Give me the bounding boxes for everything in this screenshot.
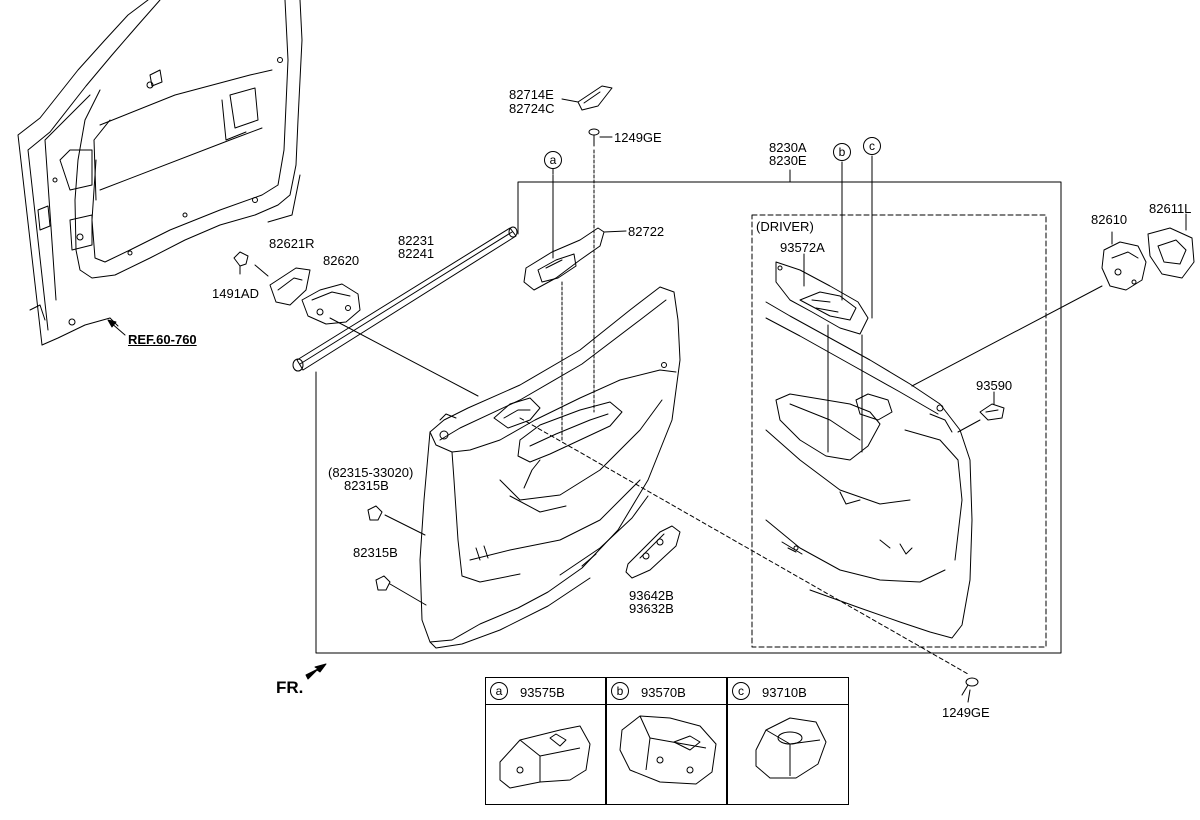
label-82620: 82620 [323, 253, 360, 268]
legend-93575b-part [499, 725, 591, 789]
legend-header-c: c 93710B [728, 678, 848, 705]
legend-93570b-part [619, 715, 717, 785]
label-82621r: 82621R [269, 236, 315, 251]
inside-handle-assembly-right [1101, 241, 1147, 291]
label-1491ad: 1491AD [212, 286, 259, 301]
legend-code-a: 93575B [520, 685, 565, 700]
callout-legend-table: a 93575B b 93570B c 93710B [485, 677, 849, 805]
label-fr: FR. [276, 678, 304, 697]
main-panel-box [315, 181, 1062, 654]
callout-a: a [544, 151, 562, 169]
front-door-trim-panel [419, 286, 681, 649]
label-8230e: 8230E [769, 153, 807, 168]
screw-1249ge-top [588, 128, 600, 147]
clip-82315b-lower [375, 575, 391, 591]
legend-key-b: b [611, 682, 629, 700]
label-82315b-lower: 82315B [353, 545, 398, 560]
garnish-82714e-part [577, 85, 613, 111]
label-93632b: 93632B [629, 601, 674, 616]
callout-b: b [833, 143, 851, 161]
door-belt-weatherstrip [292, 226, 518, 372]
label-93590: 93590 [976, 378, 1013, 393]
part-93590 [979, 403, 1005, 421]
label-1249ge-bottom: 1249GE [942, 705, 990, 720]
label-driver: (DRIVER) [756, 219, 814, 234]
switch-bezel-82722 [523, 227, 605, 291]
clip-1491ad-part [233, 251, 249, 275]
label-93642b: 93642B [629, 588, 674, 603]
ref-arrow-head [107, 319, 117, 328]
driver-master-switch-93572a [775, 261, 869, 335]
legend-cell-a: a 93575B [485, 677, 606, 805]
label-8230a: 8230A [769, 140, 807, 155]
label-82315b-upper: 82315B [344, 478, 389, 493]
label-82315-33020: (82315-33020) [328, 465, 414, 480]
label-ref-60-760: REF.60-760 [128, 332, 197, 347]
legend-cell-b: b 93570B [606, 677, 727, 805]
driver-trim-panel [765, 301, 973, 639]
callout-c: c [863, 137, 881, 155]
label-82722: 82722 [628, 224, 665, 239]
legend-key-c: c [732, 682, 750, 700]
legend-code-c: 93710B [762, 685, 807, 700]
label-93572a: 93572A [780, 240, 825, 255]
legend-code-b: 93570B [641, 685, 686, 700]
legend-header-a: a 93575B [486, 678, 605, 705]
door-frame-body [17, 0, 303, 346]
label-82231: 82231 [398, 233, 435, 248]
label-82724c: 82724C [509, 101, 555, 116]
label-82714e: 82714E [509, 87, 554, 102]
label-82241: 82241 [398, 246, 435, 261]
legend-93710b-part [755, 717, 827, 779]
driver-detail-box [751, 214, 1047, 648]
clip-82315b-upper [367, 505, 383, 521]
inside-handle-cover-right [1147, 227, 1195, 279]
inside-handle-assembly-left [301, 283, 361, 325]
legend-cell-c: c 93710B [727, 677, 849, 805]
label-82611l: 82611L [1149, 201, 1192, 216]
label-82610: 82610 [1091, 212, 1128, 227]
inside-handle-cover-left [269, 267, 311, 306]
label-1249ge-top: 1249GE [614, 130, 662, 145]
fr-arrow-icon [305, 663, 327, 680]
legend-header-b: b 93570B [607, 678, 726, 705]
screw-1249ge-bottom [961, 677, 979, 696]
power-window-switch-93642b [625, 525, 681, 579]
legend-key-a: a [490, 682, 508, 700]
